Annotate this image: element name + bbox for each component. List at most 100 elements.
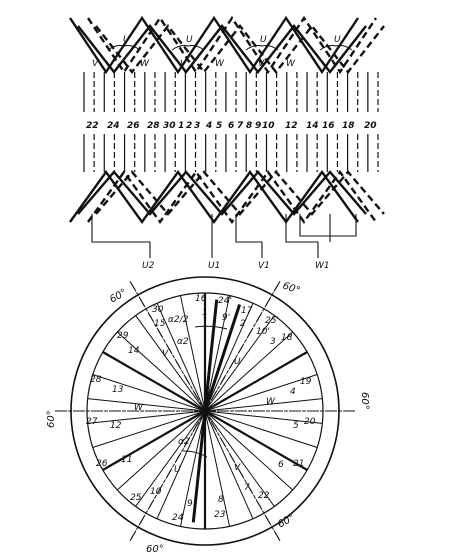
- vector-number: 10': [256, 327, 270, 337]
- alpha-label: α2: [178, 437, 190, 447]
- vector-number: 2: [240, 319, 246, 329]
- angle-label: 60°: [276, 512, 297, 530]
- slot-number: 6: [228, 121, 234, 131]
- phase-label: W: [140, 59, 150, 69]
- outer-numbers: 16 24' 17 25' 18 19 20 21 22 23 24 25 26…: [86, 294, 316, 523]
- vector-number: 20: [304, 417, 316, 427]
- phasor-line: [204, 410, 231, 527]
- vector-number: 8: [218, 495, 224, 505]
- vector-number: 29: [117, 331, 129, 341]
- angle-arc: [194, 325, 228, 330]
- angle-label: 60°: [281, 280, 301, 296]
- angle-label: 60°: [146, 544, 164, 555]
- vector-number: 30: [152, 305, 164, 315]
- vector-number: 4: [290, 387, 296, 397]
- star-center: [202, 408, 208, 414]
- slot-number: 8: [246, 121, 252, 131]
- phasor-arrow: [191, 410, 207, 523]
- zone-label: U: [234, 357, 241, 367]
- zone-label: W: [266, 397, 276, 407]
- vector-number: 3: [270, 337, 276, 347]
- phase-label: V: [92, 59, 99, 69]
- vector-number: 6: [278, 460, 284, 470]
- phase-labels-top: U V W U V W U V W U: [92, 35, 341, 69]
- slot-number: 24: [107, 121, 120, 131]
- zone-label: W: [134, 403, 144, 413]
- vector-number: 24: [172, 513, 184, 523]
- vector-number: 21: [293, 459, 304, 469]
- vector-number: 7: [244, 483, 250, 493]
- phasor-line: [116, 331, 206, 412]
- phasor-line: [135, 315, 206, 412]
- vector-number: 10: [150, 487, 162, 497]
- slot-number: 7: [237, 121, 244, 131]
- angle-label: 60°: [46, 410, 57, 428]
- terminal-label: U1: [208, 261, 220, 271]
- vector-number: 27: [86, 417, 98, 427]
- group-brace: [245, 45, 279, 51]
- terminal-label: U2: [142, 261, 155, 271]
- phase-label: U: [334, 35, 341, 45]
- vector-number: 22: [258, 491, 270, 501]
- slot-number: 16: [322, 121, 335, 131]
- phasor-line: [204, 315, 275, 412]
- slot-number: 22: [86, 121, 99, 131]
- phasor-line: [156, 410, 206, 520]
- slot-number: 1: [178, 121, 184, 131]
- zone-label: U: [174, 465, 181, 475]
- group-brace: [107, 45, 141, 51]
- phasor-line: [156, 302, 206, 412]
- coil-end-line: [87, 15, 377, 75]
- coil-end-line: [95, 170, 385, 216]
- phase-label: W: [215, 59, 225, 69]
- phasor-line: [116, 410, 206, 491]
- vector-number: 25': [265, 316, 279, 326]
- slot-number: 12: [285, 121, 298, 131]
- vector-number: 25: [130, 493, 142, 503]
- vector-number: 18: [281, 333, 293, 343]
- angle-label: 60°: [359, 392, 370, 410]
- inner-numbers: 1 9' 2 10' 3 4 5 6 7 8 9 10 11 12 13 14 …: [110, 308, 299, 509]
- zone-labels: U V W W U V: [134, 349, 276, 475]
- vector-number: 15: [154, 319, 166, 329]
- slot-number: 28: [147, 121, 160, 131]
- vector-number: 28: [90, 375, 102, 385]
- slot-number: 10: [262, 121, 275, 131]
- slot-number: 9: [255, 121, 261, 131]
- phasor-line: [204, 410, 275, 507]
- phasor-line: [102, 410, 206, 471]
- vector-number: 23: [214, 510, 226, 520]
- winding-layout: [69, 15, 385, 258]
- group-brace: [319, 45, 353, 51]
- phasor-line: [92, 410, 206, 448]
- phasor-line: [204, 410, 323, 424]
- slot-number: 2: [186, 121, 192, 131]
- coil-end-line: [77, 170, 367, 216]
- coil-end-line: [87, 169, 377, 225]
- phasor-line: [92, 374, 206, 412]
- phase-label: U: [123, 35, 130, 45]
- phasor-line: [204, 351, 308, 412]
- slot-number: 30: [163, 121, 176, 131]
- phase-label: U: [186, 35, 193, 45]
- vector-number: 9': [222, 313, 230, 323]
- phasor-arrow: [203, 304, 242, 412]
- slot-number: 18: [342, 121, 355, 131]
- terminal-labels: U2 U1 V1 W1: [142, 261, 330, 271]
- terminal-label: V1: [258, 261, 270, 271]
- vector-number: 19: [300, 377, 312, 387]
- slot-number: 14: [306, 121, 319, 131]
- terminal-lead: [299, 214, 357, 237]
- alpha-label: α2/2: [168, 315, 189, 325]
- group-brace: [171, 45, 205, 51]
- phasor-line: [204, 331, 294, 412]
- phasor-line: [204, 374, 318, 412]
- terminal-lead: [91, 214, 151, 258]
- slot-number: 4: [205, 121, 212, 131]
- alpha-labels: α2/2 α2 α2: [168, 315, 190, 447]
- phasor-line: [204, 410, 294, 491]
- phasor-line: [204, 398, 323, 412]
- phasor-line: [87, 410, 206, 424]
- vector-number: 11: [121, 455, 132, 465]
- coil-end-line: [95, 24, 385, 74]
